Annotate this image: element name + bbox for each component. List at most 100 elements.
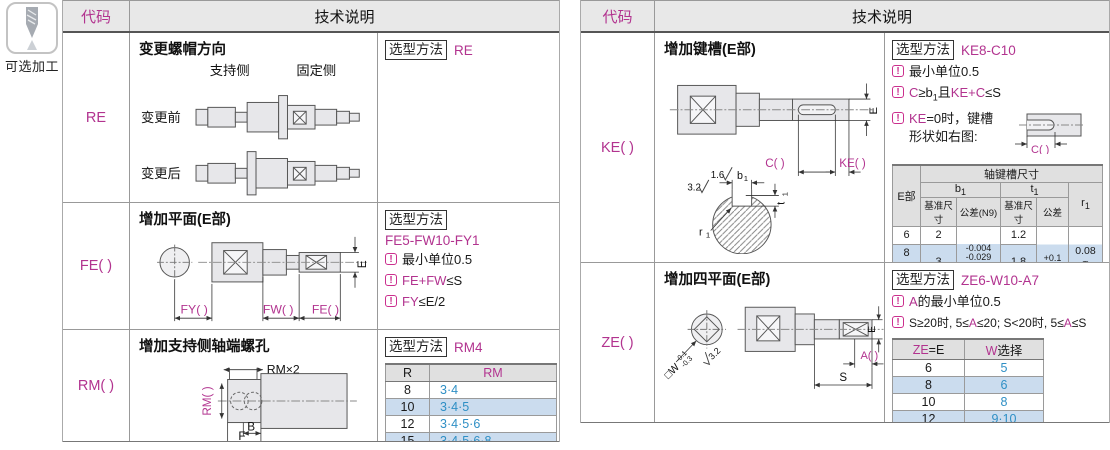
method-label: 选型方法 — [385, 210, 447, 230]
code-fe: FE( ) — [63, 203, 130, 329]
header-desc: 技术说明 — [851, 8, 912, 26]
code-ke: KE( ) — [581, 33, 655, 262]
fe-diagram: E FY( ) FW( ) FE( ) — [157, 236, 369, 322]
fe-note-3: !FY≤E/2 — [385, 293, 559, 311]
re-diagram: 支持侧 固定侧 变更前 变更后 — [141, 63, 360, 196]
alert-icon: ! — [892, 65, 904, 77]
label-c-dim: C( ) — [765, 157, 785, 170]
row-ke: KE( ) 增加键槽(E部) — [581, 33, 1109, 263]
row-rm: RM( ) 增加支持侧轴端螺孔 RM×2 RM( ) — [63, 330, 559, 442]
keyway-e-header: E部 — [892, 164, 921, 227]
label-e-dim: E — [866, 326, 878, 333]
left-table-header: 代码 技术说明 — [63, 0, 559, 33]
code-rm: RM( ) — [63, 330, 130, 441]
label-fy: FY( ) — [181, 302, 208, 316]
method-value-ze: ZE6-W10-A7 — [961, 272, 1040, 288]
label-fixed-side: 固定侧 — [296, 63, 336, 78]
row-ze: ZE( ) 增加四平面(E部) □W -0.1 -0.3 — [581, 263, 1109, 423]
header-code: 代码 — [581, 1, 655, 31]
ke-note-3: ! KE=0时，键槽形状如右图: C( ) — [892, 110, 1109, 154]
alert-icon: ! — [385, 253, 397, 265]
label-t1: t — [776, 202, 788, 205]
label-finish-16: 1.6 — [711, 170, 725, 181]
label-finish-32: 3.2 — [687, 183, 701, 194]
row-re: RE 变更螺帽方向 支持侧 固定侧 变更前 变更后 — [63, 33, 559, 203]
label-b1-sub: 1 — [744, 174, 748, 183]
right-table-header: 代码 技术说明 — [581, 0, 1109, 33]
alert-icon: ! — [892, 295, 904, 307]
code-re: RE — [63, 33, 130, 202]
label-b1: b — [737, 170, 743, 182]
corner-label: 可选加工 — [4, 59, 59, 74]
fe-note-2: !FE+FW≤S — [385, 272, 559, 290]
ke-description-cell: 增加键槽(E部) — [655, 33, 885, 262]
keyway-r1-header: r1 — [1068, 181, 1103, 227]
ze-table-header-w: W选择 — [964, 338, 1044, 360]
ze-table-header-e: ZE=E — [892, 338, 965, 360]
alert-icon: ! — [385, 274, 397, 286]
fe-method-cell: 选型方法 FE5-FW10-FY1 !最小单位0.5 !FE+FW≤S !FY≤… — [378, 203, 559, 329]
keyway-b1-header: b1 — [920, 181, 1001, 198]
label-after-change: 变更后 — [141, 166, 181, 181]
alert-icon: ! — [892, 316, 904, 328]
table-row: 8 3 1.8 — [892, 243, 1103, 262]
ze-note-2: !S≥20时, 5≤A≤20; S<20时, 5≤A≤S — [892, 314, 1109, 332]
row-fe: FE( ) 增加平面(E部) — [63, 203, 559, 330]
method-label: 选型方法 — [892, 40, 954, 60]
table-row: 6 2 -0.004-0.029 1.2 +0.10 0.08~0.16 — [892, 225, 1103, 262]
label-r1: r — [699, 226, 703, 238]
ke-note-2: !C≥b1且KE+C≤S — [892, 84, 1109, 107]
re-description-cell: 变更螺帽方向 支持侧 固定侧 变更前 变更后 — [130, 33, 378, 202]
right-options-table: 代码 技术说明 KE( ) 增加键槽(E部) — [580, 0, 1110, 423]
method-value-fe: FE5-FW10-FY1 — [385, 233, 480, 248]
ke-title: 增加键槽(E部) — [664, 42, 756, 58]
method-label: 选型方法 — [892, 270, 954, 290]
label-before-change: 变更前 — [141, 109, 181, 125]
re-title: 变更螺帽方向 — [139, 42, 226, 58]
label-c-mini: C( ) — [1031, 144, 1049, 154]
keyway-table-title: 轴键槽尺寸 — [920, 164, 1103, 183]
label-rm-dim: RM( ) — [201, 386, 214, 415]
alert-icon: ! — [892, 86, 904, 98]
label-ke-dim: KE( ) — [839, 157, 866, 170]
ke-diagram: E C( ) KE( ) b 1 — [669, 83, 880, 255]
fe-title: 增加平面(E部) — [139, 212, 231, 228]
ke-zero-mini-diagram: C( ) — [1015, 113, 1085, 154]
fe-note-1: !最小单位0.5 — [385, 251, 559, 269]
keyway-t1-header: t1 — [1000, 181, 1069, 198]
rm-description-cell: 增加支持侧轴端螺孔 RM×2 RM( ) — [130, 330, 378, 441]
drill-bit-icon — [6, 2, 58, 54]
header-code: 代码 — [63, 1, 130, 31]
alert-icon: ! — [385, 295, 397, 307]
label-fe: FE( ) — [312, 302, 339, 316]
method-value-re: RE — [454, 42, 473, 58]
alert-icon: ! — [892, 111, 904, 124]
method-value-rm: RM4 — [454, 339, 483, 355]
method-label: 选型方法 — [385, 337, 447, 357]
label-b-dim: B — [247, 420, 255, 433]
label-e-dim: E — [868, 107, 880, 114]
label-rm-x2: RM×2 — [267, 363, 300, 377]
left-options-table: 代码 技术说明 RE 变更螺帽方向 支持侧 固定侧 变更前 变更后 — [62, 0, 560, 442]
method-label: 选型方法 — [385, 40, 447, 60]
method-value-ke: KE8-C10 — [961, 42, 1016, 58]
ke-note-1: !最小单位0.5 — [892, 63, 1109, 81]
optional-machining-badge: 可选加工 — [3, 2, 61, 75]
ze-note-1: !A的最小单位0.5 — [892, 293, 1109, 311]
label-t1-sub: 1 — [781, 192, 790, 196]
rm-table-header-r: R — [385, 363, 430, 382]
rm-title: 增加支持侧轴端螺孔 — [139, 339, 270, 355]
label-s-dim: S — [839, 372, 847, 384]
